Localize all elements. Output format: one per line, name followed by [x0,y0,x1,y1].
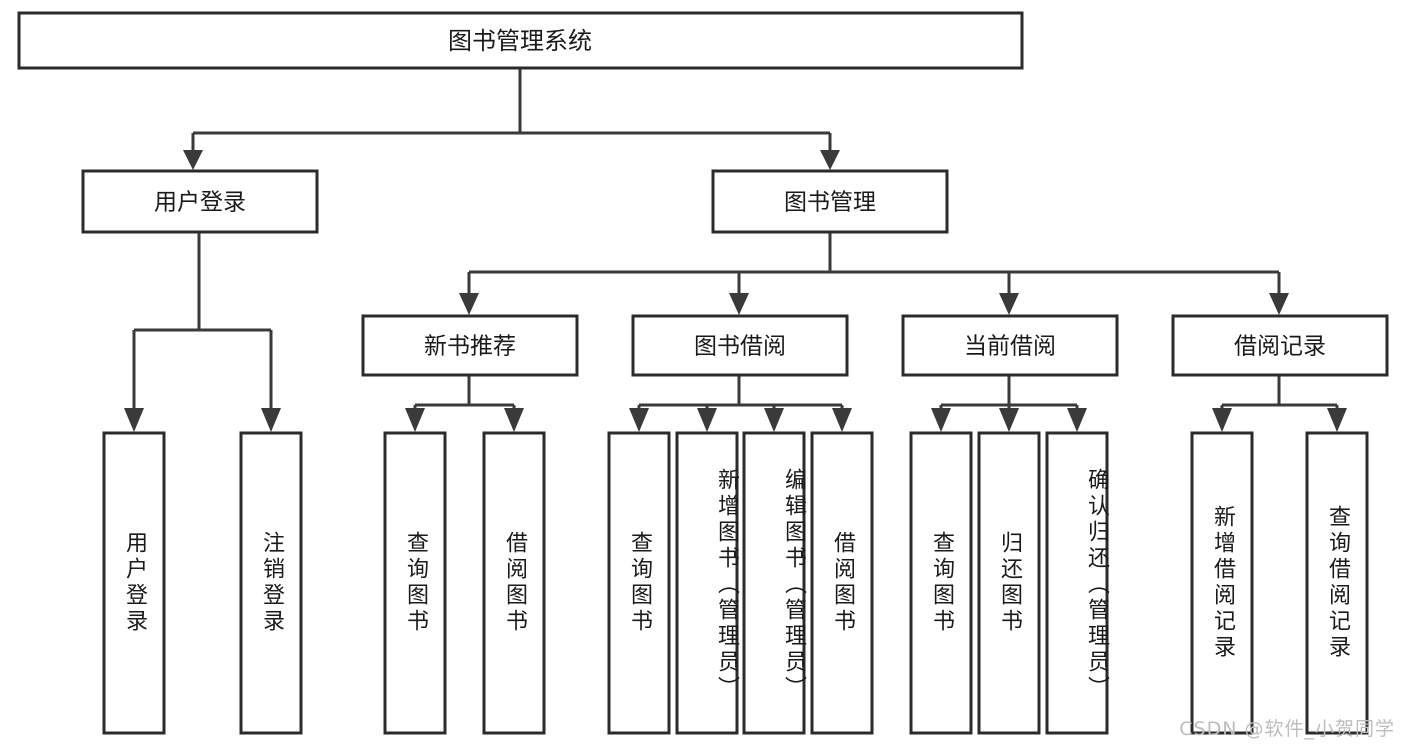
leaf-box-currentborrow-2[interactable] [977,431,1041,735]
node-new-book-recommend[interactable]: 新书推荐 [361,314,579,377]
connector-group-book-mgmt-to-level3 [459,232,1289,315]
leaf-box-borrowrecord-2[interactable] [1305,431,1369,735]
connector-group-book-borrow-to-leaves [629,375,852,432]
arrow-head-leaf-cb-2 [999,408,1019,432]
arrow-head-book-mgmt [820,150,840,170]
arrow-head-leaf-newbook-1 [405,408,425,432]
node-user-login[interactable]: 用户登录 [81,169,319,234]
leaf-box-user-login-1[interactable] [102,431,166,735]
connector-group-borrow-record-to-leaves [1212,375,1347,432]
connector-group-new-book-to-leaves [405,375,524,432]
node-current-borrow[interactable]: 当前借阅 [901,314,1119,377]
node-book-management-label: 图书管理 [784,190,876,216]
leaf-box-bookborrow-2[interactable] [675,431,739,735]
node-borrow-record-label: 借阅记录 [1234,334,1326,360]
leaf-box-currentborrow-3[interactable] [1045,431,1109,735]
arrow-head-book-borrow [729,293,749,315]
arrow-head-leaf-user-login-2 [261,408,281,432]
node-root-label: 图书管理系统 [448,27,592,55]
arrow-head-current-borrow [999,293,1019,315]
leaf-box-bookborrow-4[interactable] [810,431,874,735]
leaf-boxes-current-borrow [909,431,1109,735]
node-book-borrow-label: 图书借阅 [694,334,786,360]
arrow-head-leaf-user-login-1 [124,408,144,432]
leaf-box-newbook-2[interactable] [482,431,546,735]
arrow-head-leaf-newbook-2 [504,408,524,432]
node-book-management[interactable]: 图书管理 [711,169,949,234]
arrow-head-new-book [459,293,479,315]
leaf-boxes-borrow-record [1190,431,1369,735]
leaf-boxes-book-borrow [607,431,874,735]
arrow-head-leaf-bb-2 [697,408,717,432]
node-new-book-recommend-box[interactable] [361,314,579,377]
arrow-head-leaf-bb-3 [764,408,784,432]
node-current-borrow-box[interactable] [901,314,1119,377]
connector-group-user-login-to-leaves [124,232,281,432]
leaf-boxes-user-login [102,431,303,735]
connector-group-root-to-level2 [183,68,840,170]
arrow-head-borrow-record [1269,293,1289,315]
leaf-box-currentborrow-1[interactable] [909,431,973,735]
leaf-box-borrowrecord-1[interactable] [1190,431,1254,735]
node-book-borrow-box[interactable] [631,314,849,377]
watermark-text: CSDN @软件_小贺同学 [1179,718,1395,740]
arrow-head-leaf-cb-1 [931,408,951,432]
node-book-management-box[interactable] [711,169,949,234]
node-root-box[interactable] [17,11,1024,70]
leaf-box-newbook-1[interactable] [383,431,447,735]
node-current-borrow-label: 当前借阅 [964,334,1056,360]
leaf-box-bookborrow-3[interactable] [742,431,806,735]
leaf-box-bookborrow-1[interactable] [607,431,671,735]
leaf-boxes-new-book-recommend [383,431,546,735]
node-borrow-record[interactable]: 借阅记录 [1171,314,1389,377]
arrow-head-leaf-cb-3 [1067,408,1087,432]
node-user-login-label: 用户登录 [154,190,246,216]
arrow-head-user-login [183,150,203,170]
node-book-borrow[interactable]: 图书借阅 [631,314,849,377]
node-borrow-record-box[interactable] [1171,314,1389,377]
arrow-head-leaf-bb-4 [832,408,852,432]
connector-group-current-borrow-to-leaves [931,375,1087,432]
node-new-book-recommend-label: 新书推荐 [424,334,516,360]
leaf-box-user-login-2[interactable] [239,431,303,735]
node-user-login-box[interactable] [81,169,319,234]
arrow-head-leaf-br-2 [1327,408,1347,432]
arrow-head-leaf-bb-1 [629,408,649,432]
node-root[interactable]: 图书管理系统 [17,11,1024,70]
arrow-head-leaf-br-1 [1212,408,1232,432]
